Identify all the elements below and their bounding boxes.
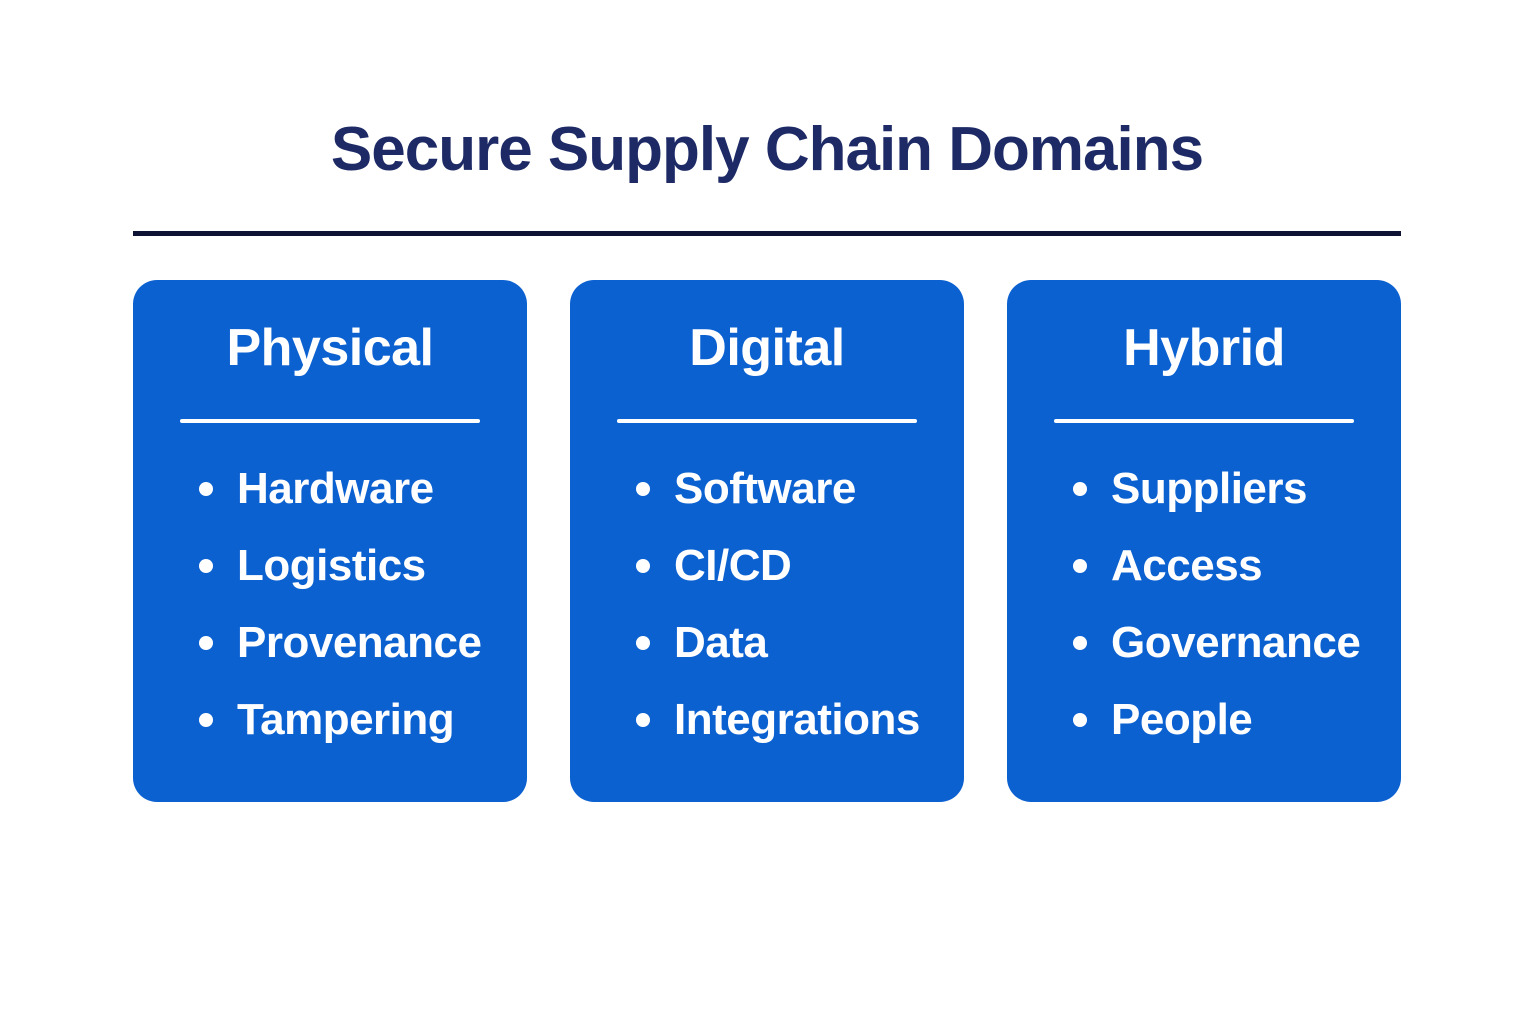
- list-item-label: Tampering: [237, 695, 455, 745]
- list-item-label: Hardware: [237, 464, 434, 514]
- bullet-icon: [199, 713, 213, 728]
- card-heading-underline: [1054, 419, 1354, 424]
- card-item-list: Hardware Logistics Provenance Tampering: [133, 464, 527, 745]
- list-item: Software: [570, 464, 964, 514]
- card-heading: Hybrid: [1123, 319, 1285, 377]
- bullet-icon: [1073, 636, 1087, 651]
- list-item: Governance: [1007, 618, 1401, 668]
- bullet-icon: [636, 713, 650, 728]
- cards-row: Physical Hardware Logistics Provenance: [133, 280, 1401, 802]
- title-divider-line: [133, 231, 1401, 236]
- bullet-icon: [636, 636, 650, 651]
- list-item: Data: [570, 618, 964, 668]
- bullet-icon: [636, 559, 650, 574]
- list-item: Access: [1007, 541, 1401, 591]
- list-item-label: Logistics: [237, 541, 426, 591]
- card-digital: Digital Software CI/CD Data: [570, 280, 964, 802]
- list-item-label: Integrations: [674, 695, 920, 745]
- list-item: Tampering: [133, 695, 527, 745]
- bullet-icon: [199, 559, 213, 574]
- list-item-label: Provenance: [237, 618, 482, 668]
- card-heading: Digital: [689, 319, 845, 377]
- list-item-label: Governance: [1111, 618, 1361, 668]
- bullet-icon: [1073, 482, 1087, 497]
- list-item: Suppliers: [1007, 464, 1401, 514]
- card-hybrid: Hybrid Suppliers Access Governance: [1007, 280, 1401, 802]
- list-item-label: Suppliers: [1111, 464, 1308, 514]
- bullet-icon: [1073, 559, 1087, 574]
- list-item: People: [1007, 695, 1401, 745]
- bullet-icon: [1073, 713, 1087, 728]
- list-item-label: Software: [674, 464, 856, 514]
- list-item-label: Data: [674, 618, 768, 668]
- bullet-icon: [199, 482, 213, 497]
- list-item: Provenance: [133, 618, 527, 668]
- list-item-label: Access: [1111, 541, 1263, 591]
- list-item: Logistics: [133, 541, 527, 591]
- list-item: CI/CD: [570, 541, 964, 591]
- card-item-list: Software CI/CD Data Integrations: [570, 464, 964, 745]
- list-item-label: CI/CD: [674, 541, 792, 591]
- card-item-list: Suppliers Access Governance People: [1007, 464, 1401, 745]
- card-heading-underline: [617, 419, 917, 424]
- card-heading-underline: [180, 419, 480, 424]
- page-title: Secure Supply Chain Domains: [330, 115, 1204, 184]
- bullet-icon: [199, 636, 213, 651]
- card-physical: Physical Hardware Logistics Provenance: [133, 280, 527, 802]
- bullet-icon: [636, 482, 650, 497]
- diagram-content: Secure Supply Chain Domains Physical Har…: [133, 0, 1401, 802]
- list-item: Integrations: [570, 695, 964, 745]
- list-item-label: People: [1111, 695, 1253, 745]
- card-heading: Physical: [226, 319, 434, 377]
- list-item: Hardware: [133, 464, 527, 514]
